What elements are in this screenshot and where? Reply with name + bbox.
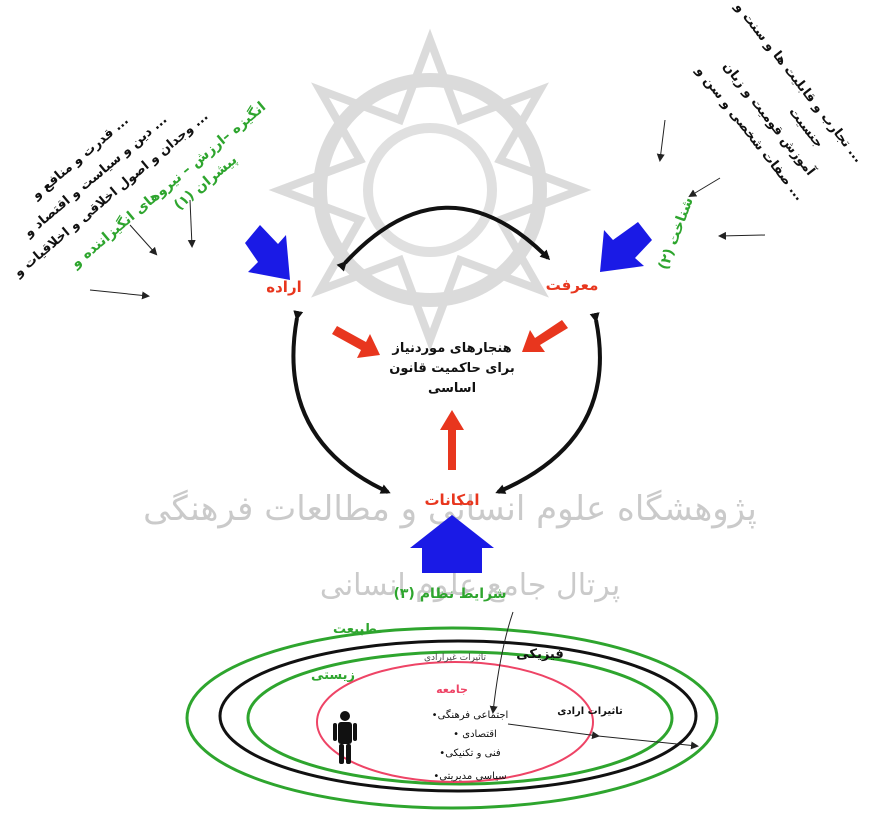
bullet-economic: • اقتصادی — [453, 729, 497, 740]
watermark-emblem — [268, 28, 592, 352]
arrow-will-knowledge — [336, 205, 551, 272]
label-involuntary: تاثیرات غیرارادی — [424, 653, 487, 663]
center-line3: اساسی — [428, 381, 476, 396]
right-group: تجارب و قابلیت ها و سنت و ... جنسیت آموز… — [692, 0, 866, 204]
node-will: اراده — [266, 278, 301, 296]
right-title: شناخت (۲) — [656, 195, 697, 272]
person-icon — [333, 711, 357, 764]
watermark-text: پژوهشگاه علوم انسانی و مطالعات فرهنگی پر… — [143, 489, 757, 603]
society-ellipse — [316, 661, 594, 783]
ellipse-arrows — [489, 611, 699, 750]
watermark-line2: پرتال جامع علوم انسانی — [320, 568, 620, 603]
label-biological: زیستی — [311, 668, 355, 683]
label-voluntary: تاثیرات ارادی — [557, 706, 623, 717]
label-nature: طبیعت — [333, 622, 377, 637]
arrow-voluntary — [507, 723, 600, 740]
blue-arrow-knowledge — [600, 222, 652, 272]
system-ellipses — [185, 626, 719, 810]
center-line2: برای حاکمیت قانون — [389, 361, 515, 376]
blue-arrow-will — [245, 225, 290, 280]
left-pointer-arrows — [89, 199, 196, 300]
bullet-social: •اجتماعی فرهنگی — [432, 709, 509, 721]
blue-arrow-possibilities — [410, 515, 494, 573]
center-block: هنجارهای موردنیاز برای حاکمیت قانون اساس… — [389, 341, 515, 396]
label-society: جامعه — [436, 683, 468, 696]
red-arrows — [332, 320, 568, 470]
arrow-voluntary-2 — [597, 735, 699, 750]
nature-ellipse — [185, 626, 719, 810]
left-group: قدرت و منافع و ... دین و سیاست و اقتصاد … — [11, 98, 270, 281]
red-arrow-knowledge — [522, 320, 568, 352]
right-pointer-arrows — [656, 119, 766, 240]
biological-ellipse — [246, 650, 674, 786]
node-knowledge: معرفت — [546, 276, 599, 294]
red-arrow-possibilities — [440, 410, 464, 470]
arrow-system-to-society — [489, 611, 514, 714]
arrow-will-possibilities — [291, 310, 391, 494]
physical-ellipse — [218, 639, 698, 793]
bullet-technical: •فنی و تکنیکی — [439, 748, 501, 759]
society-bullets: •اجتماعی فرهنگی • اقتصادی •فنی و تکنیکی … — [432, 709, 509, 782]
bottom-title: شرایط نظام (۳) — [393, 586, 506, 602]
center-line1: هنجارهای موردنیاز — [391, 341, 511, 356]
bullet-political: •سیاسی مدیریتی — [433, 771, 506, 782]
arrow-knowledge-possibilities — [495, 312, 602, 494]
cycle-arrows — [291, 205, 602, 494]
blue-arrows — [245, 222, 652, 573]
label-physical: فیزیکی — [516, 647, 564, 662]
red-arrow-will — [332, 326, 380, 358]
node-possibilities: امکانات — [424, 491, 479, 509]
left-item-religion: دین و سیاست و اقتصاد و ... — [21, 112, 171, 241]
